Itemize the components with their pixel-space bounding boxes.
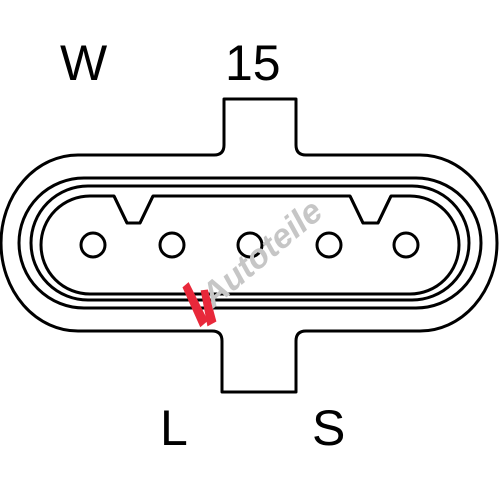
label-l: L <box>160 400 188 456</box>
label-15: 15 <box>225 35 281 91</box>
connector-housing-outline <box>0 97 499 394</box>
connector-rim-middle <box>29 184 471 302</box>
key-notches <box>112 195 393 225</box>
connector-rim-outer <box>17 176 483 310</box>
pin-2 <box>158 231 186 259</box>
watermark-logo: Autoteile <box>182 192 330 328</box>
key-notch-right <box>348 195 393 225</box>
pin-1 <box>79 231 107 259</box>
connector-cavity-outline <box>39 194 461 296</box>
watermark-text: Autoteile <box>193 192 330 315</box>
watermark-swoosh-icon-2 <box>200 289 217 327</box>
label-s: S <box>312 400 345 456</box>
key-notch-left <box>112 195 155 225</box>
pin-3 <box>236 231 264 259</box>
connector-pins <box>79 231 420 259</box>
pin-4 <box>315 231 343 259</box>
label-w: W <box>60 35 108 91</box>
pin-5 <box>392 231 420 259</box>
watermark-swoosh-icon <box>182 282 208 328</box>
